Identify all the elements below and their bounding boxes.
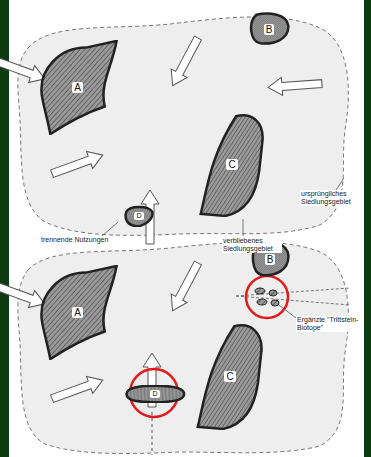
patch-letter: A <box>72 307 83 318</box>
patch-outline <box>41 266 116 359</box>
patch-letter: B <box>265 254 276 265</box>
habitat-patch: B <box>248 12 290 46</box>
highlight-circle <box>246 276 288 318</box>
patch-letter: C <box>224 371 235 382</box>
patch-letter: A <box>72 82 83 93</box>
habitat-patch: A <box>35 40 120 135</box>
annotation: ursprüngliches Siedlungsgebiet <box>300 190 360 206</box>
habitat-patch: A <box>35 265 120 360</box>
patch-outline <box>201 115 263 216</box>
patch-letter: C <box>226 159 237 170</box>
dashed-connections <box>236 288 350 305</box>
habitat-patch: D <box>124 385 186 403</box>
annotation: verbliebenes Siedlungsgebiet <box>222 237 282 253</box>
patch-letter: B <box>264 24 275 35</box>
settlement-area <box>18 242 348 453</box>
separating-arrows <box>0 34 323 407</box>
patch-outline <box>41 41 116 134</box>
patch-outline <box>126 207 153 226</box>
patch-letter: D <box>134 212 143 220</box>
habitat-patch: C <box>198 112 266 217</box>
annotation: Ergänzte "Trittstein-Biotope" <box>296 316 362 332</box>
panel <box>9 0 364 457</box>
stepping-stones <box>255 288 279 306</box>
habitat-patch: D <box>124 205 154 227</box>
patch-outline <box>198 325 262 429</box>
habitat-patch: C <box>195 322 265 430</box>
annotation: trennende Nutzungen <box>40 236 122 244</box>
dashed-shaft <box>152 412 153 455</box>
settlement-area <box>18 17 348 235</box>
patch-letter: D <box>150 390 159 398</box>
patch-outline <box>251 14 288 44</box>
patch-outline <box>126 386 184 403</box>
